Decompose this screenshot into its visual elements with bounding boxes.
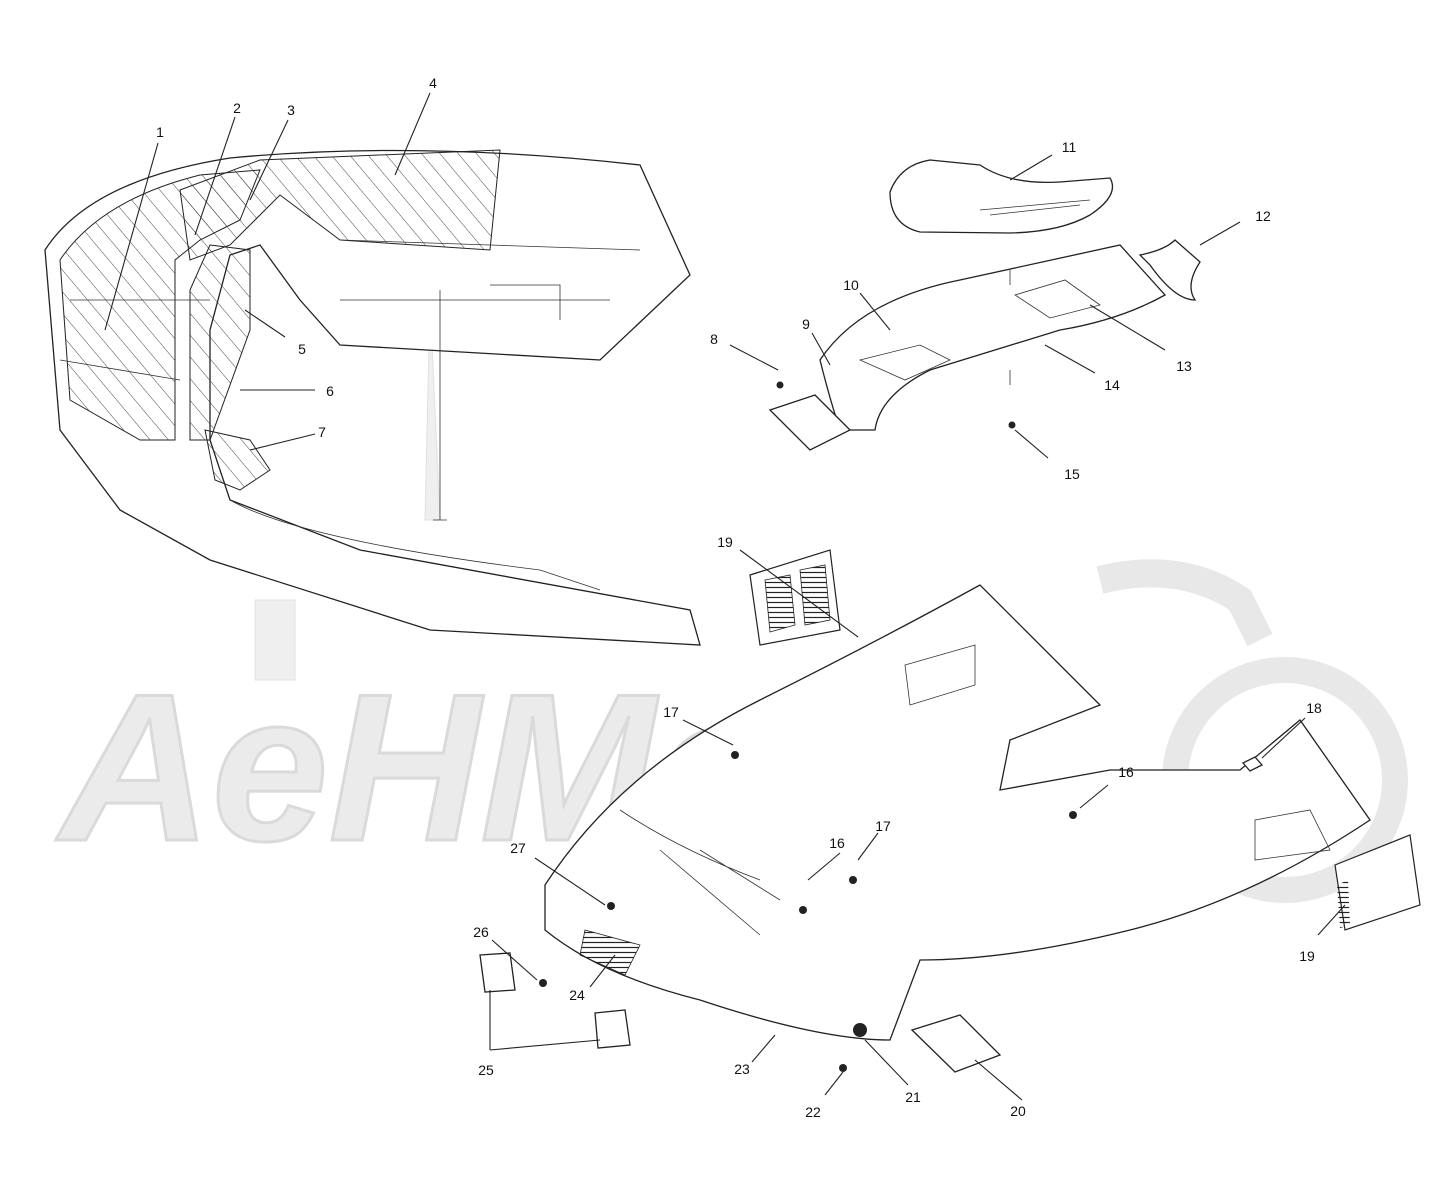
callout-4: 4: [429, 75, 437, 91]
callout-17b: 17: [875, 818, 891, 834]
callout-19a: 19: [717, 534, 733, 550]
callout-19b: 19: [1299, 948, 1315, 964]
callout-17a: 17: [663, 704, 679, 720]
callout-22: 22: [805, 1104, 821, 1120]
callout-5: 5: [298, 341, 306, 357]
hood-assembly: [44, 149, 701, 646]
callout-8: 8: [710, 331, 718, 347]
callout-14: 14: [1104, 377, 1120, 393]
callout-7: 7: [318, 424, 326, 440]
callout-9: 9: [802, 316, 810, 332]
callout-15: 15: [1064, 466, 1080, 482]
callout-23: 23: [734, 1061, 750, 1077]
callout-26: 26: [473, 924, 489, 940]
callout-13: 13: [1176, 358, 1192, 374]
callout-27: 27: [510, 840, 526, 856]
callout-6: 6: [326, 383, 334, 399]
callout-24: 24: [569, 987, 585, 1003]
callout-12: 12: [1255, 208, 1271, 224]
callout-10: 10: [843, 277, 859, 293]
callout-20: 20: [1010, 1103, 1026, 1119]
callout-1: 1: [156, 124, 164, 140]
callout-3: 3: [287, 102, 295, 118]
callout-25: 25: [478, 1062, 494, 1078]
callout-21: 21: [905, 1089, 921, 1105]
belly-pan-assembly: [479, 549, 1421, 1073]
callout-16a: 16: [1118, 764, 1134, 780]
callout-11: 11: [1062, 139, 1077, 155]
seat-tray-assembly: [768, 159, 1201, 451]
callout-16b: 16: [829, 835, 845, 851]
callout-2: 2: [233, 100, 241, 116]
callout-18: 18: [1306, 700, 1322, 716]
leader-lines: [104, 92, 1346, 1101]
callouts: 1 2 3 4 5 6 7 8 9 10 11 12 13 14 15 16 1…: [156, 75, 1322, 1120]
